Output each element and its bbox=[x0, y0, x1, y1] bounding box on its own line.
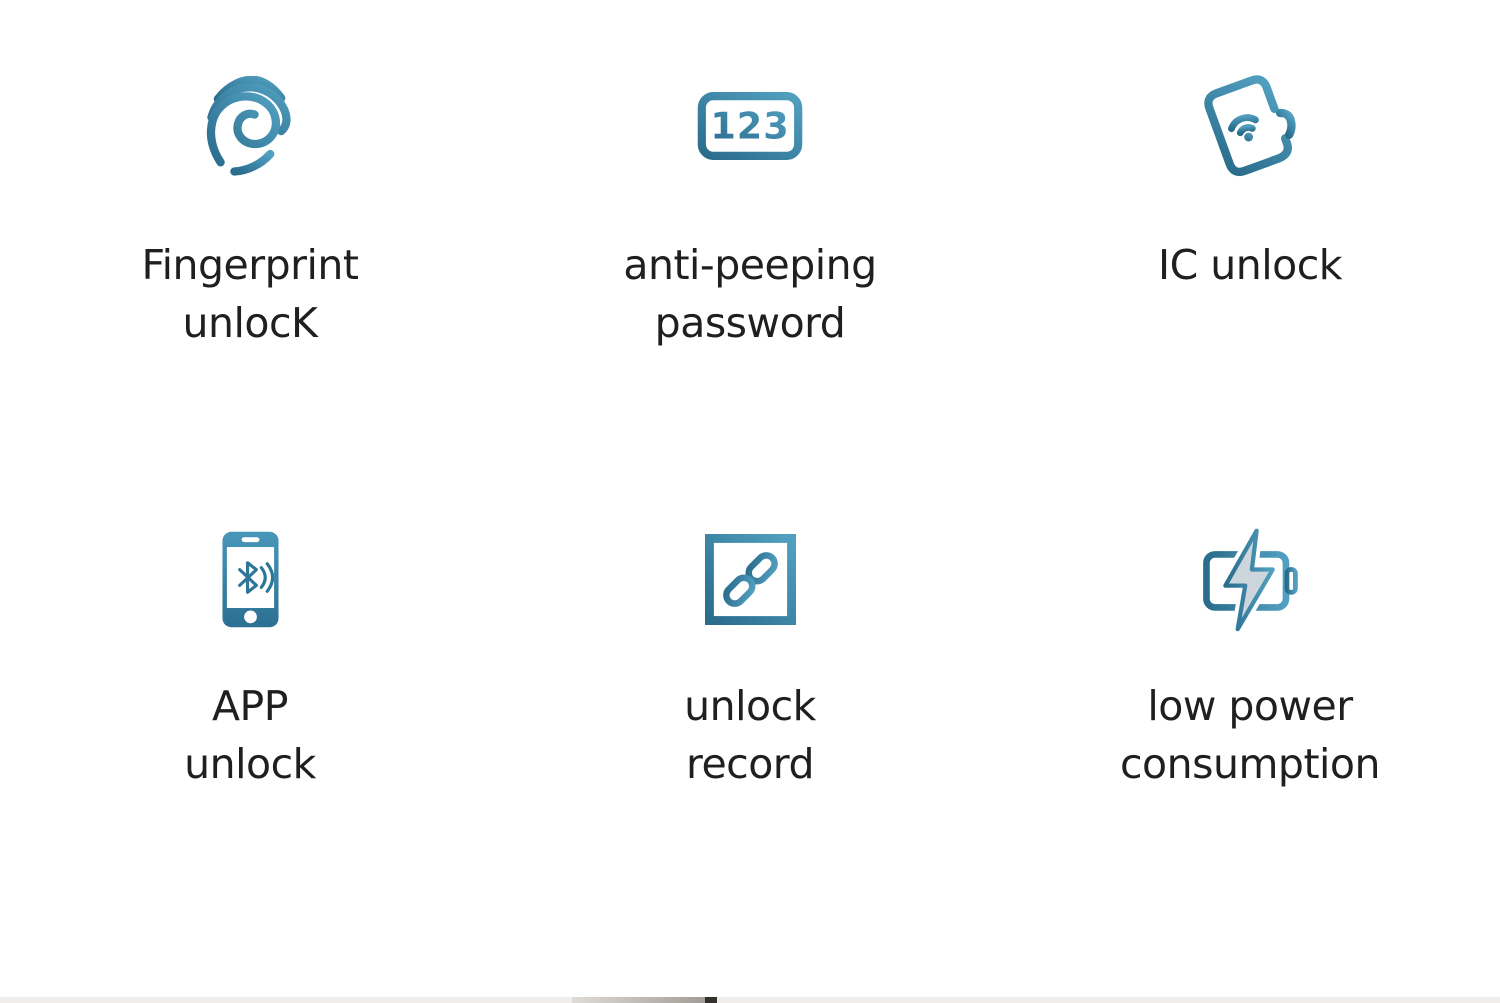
feature-label: anti-peeping password bbox=[623, 241, 877, 347]
feature-low-power: low power consumption bbox=[1000, 513, 1500, 793]
feature-row-bottom: APP unlock unlock record bbox=[0, 513, 1500, 793]
feature-unlock-record: unlock record bbox=[500, 513, 1000, 793]
feature-label: Fingerprint unlocK bbox=[141, 241, 359, 347]
fingerprint-icon bbox=[204, 60, 296, 192]
feature-app-unlock: APP unlock bbox=[0, 513, 500, 793]
feature-anti-peeping-password: 123 anti-peeping password bbox=[500, 60, 1000, 352]
feature-label: APP unlock bbox=[184, 682, 316, 788]
ic-card-icon bbox=[1196, 60, 1304, 192]
feature-label: IC unlock bbox=[1158, 241, 1342, 289]
feature-label: unlock record bbox=[684, 682, 816, 788]
feature-ic-unlock: IC unlock bbox=[1000, 60, 1500, 352]
phone-bluetooth-icon bbox=[221, 513, 280, 645]
feature-label: low power consumption bbox=[1120, 682, 1380, 788]
keypad-123-icon: 123 bbox=[697, 60, 803, 192]
feature-fingerprint-unlock: Fingerprint unlocK bbox=[0, 60, 500, 352]
next-section-edge bbox=[0, 997, 1500, 1003]
battery-bolt-icon bbox=[1197, 513, 1303, 645]
next-section-gradient-band bbox=[572, 997, 705, 1003]
chain-link-icon bbox=[704, 513, 796, 645]
keypad-digits: 123 bbox=[710, 105, 789, 148]
feature-row-top: Fingerprint unlocK 123 anti-peeping pass… bbox=[0, 60, 1500, 352]
next-section-dark-block bbox=[705, 997, 717, 1003]
